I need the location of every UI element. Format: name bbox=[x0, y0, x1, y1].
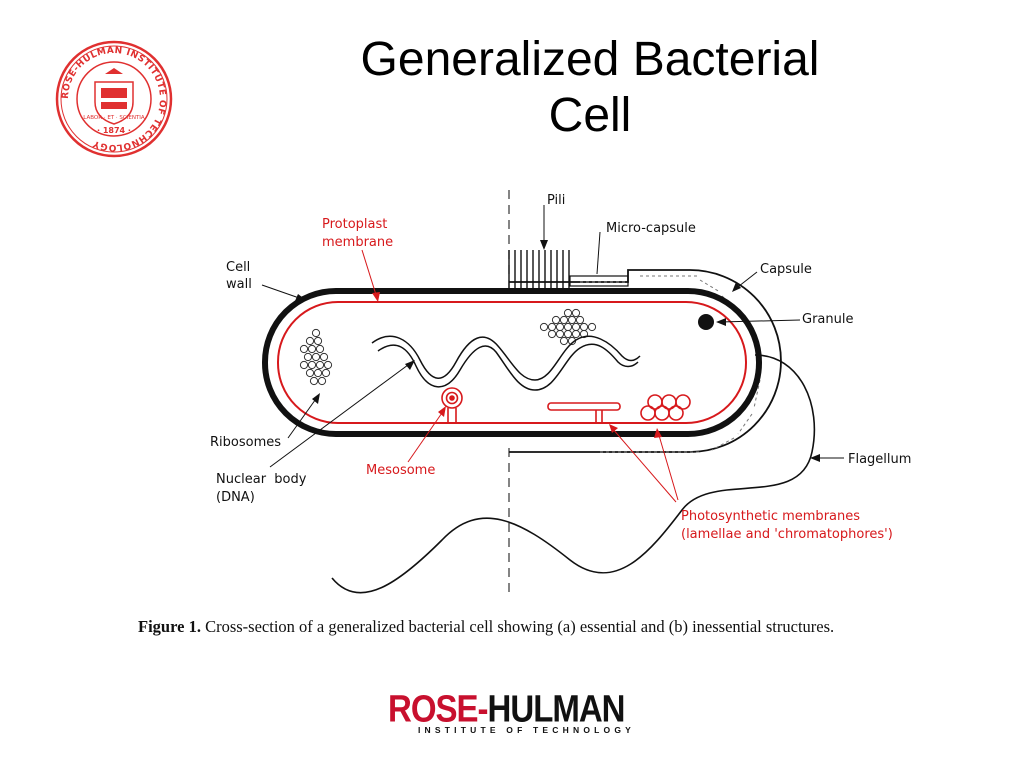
label-mesosome: Mesosome bbox=[366, 463, 435, 478]
arrowheads-red bbox=[372, 292, 662, 438]
label-nuclear-2: (DNA) bbox=[216, 490, 255, 505]
label-micro-capsule: Micro-capsule bbox=[606, 221, 696, 236]
logo-hulman: HULMAN bbox=[487, 686, 626, 730]
leader-lines-red bbox=[361, 249, 679, 503]
arrowheads-black bbox=[295, 240, 820, 462]
capsule-layer bbox=[509, 269, 782, 453]
rose-hulman-seal: ROSE-HULMAN INSTITUTE OF TECHNOLOGY LABO… bbox=[55, 40, 173, 158]
label-protoplast-2: membrane bbox=[322, 235, 393, 250]
label-photo-2: (lamellae and 'chromatophores') bbox=[681, 527, 893, 542]
protoplast-membrane bbox=[277, 301, 747, 424]
logo-subtitle: INSTITUTE OF TECHNOLOGY bbox=[418, 725, 636, 735]
photosynthetic-lamella bbox=[547, 402, 621, 423]
label-pili: Pili bbox=[547, 193, 565, 208]
title-line-2: Cell bbox=[548, 89, 632, 142]
chromatophores bbox=[640, 394, 691, 421]
label-flagellum: Flagellum bbox=[848, 452, 911, 467]
label-capsule: Capsule bbox=[760, 262, 812, 277]
logo-rose: ROSE bbox=[388, 686, 479, 730]
ribosome-cluster-center bbox=[539, 308, 597, 346]
label-cell-wall-2: wall bbox=[226, 277, 252, 292]
granule bbox=[698, 314, 714, 330]
ribosome-cluster-left bbox=[299, 328, 333, 386]
pili bbox=[508, 250, 570, 290]
figure-caption: Figure 1. Cross-section of a generalized… bbox=[138, 617, 1008, 637]
rose-hulman-logo: ROSE-HULMAN INSTITUTE OF TECHNOLOGY bbox=[388, 686, 638, 738]
caption-text: Cross-section of a generalized bacterial… bbox=[200, 617, 835, 636]
cell-wall bbox=[262, 288, 762, 437]
flagellum bbox=[331, 354, 816, 594]
label-granule: Granule bbox=[802, 312, 853, 327]
label-ribosomes: Ribosomes bbox=[210, 435, 281, 450]
label-cell-wall-1: Cell bbox=[226, 260, 250, 275]
caption-label: Figure 1. bbox=[138, 617, 201, 636]
slide-title: Generalized Bacterial Cell bbox=[250, 32, 930, 144]
logo-dash: - bbox=[477, 686, 489, 730]
nuclear-body-inner bbox=[377, 343, 639, 391]
seal-year: · 1874 · bbox=[97, 126, 131, 135]
label-nuclear-1: Nuclear body bbox=[216, 472, 307, 487]
logo-wordmark: ROSE-HULMAN bbox=[388, 686, 626, 730]
label-protoplast-1: Protoplast bbox=[322, 217, 387, 232]
title-line-1: Generalized Bacterial bbox=[360, 33, 820, 86]
leader-lines-black bbox=[261, 205, 844, 468]
seal-motto: LABOR · ET · SCIENTIA bbox=[83, 115, 145, 121]
label-photo-1: Photosynthetic membranes bbox=[681, 509, 860, 524]
micro-capsule bbox=[569, 275, 629, 287]
mesosome bbox=[441, 387, 463, 423]
nuclear-body bbox=[371, 335, 641, 381]
